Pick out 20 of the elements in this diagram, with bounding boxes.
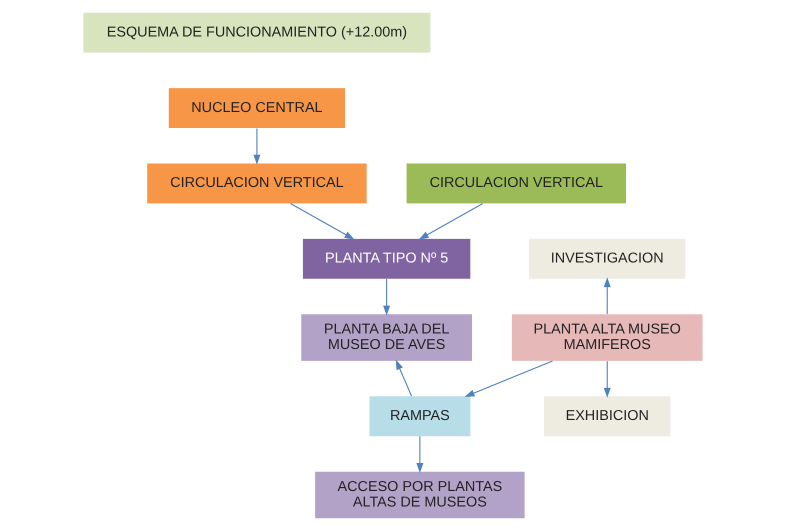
node-box: EXHIBICION [544,396,670,436]
arrow [604,361,611,398]
arrow [416,436,424,474]
node-box: PLANTA TIPO Nº 5 [302,238,470,279]
node-box: ACCESO POR PLANTAS ALTAS DE MUSEOS [315,472,525,518]
arrow [396,360,412,396]
arrow [290,203,355,240]
arrow [464,360,553,397]
node-box: PLANTA BAJA DEL MUSEO DE AVES [301,314,472,361]
arrow [604,277,611,314]
node-box: ESQUEMA DE FUNCIONAMIENTO (+12.00m) [83,12,430,53]
node-box: CIRCULACION VERTICAL [406,164,626,204]
node-box: CIRCULACION VERTICAL [147,164,367,204]
node-box: INVESTIGACION [529,238,686,279]
node-box: RAMPAS [369,396,470,436]
node-box: NUCLEO CENTRAL [168,88,346,128]
arrow [253,128,260,165]
node-box: PLANTA ALTA MUSEO MAMIFEROS [512,314,703,361]
arrow [418,203,483,240]
arrow [383,278,390,316]
